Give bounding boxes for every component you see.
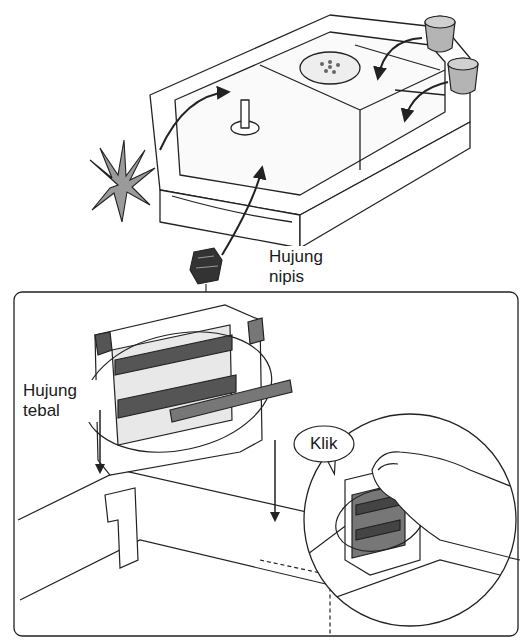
detergent-drawer bbox=[150, 15, 470, 248]
small-clip bbox=[190, 248, 222, 292]
drawer-grate bbox=[320, 60, 340, 74]
zoom-circle bbox=[300, 414, 520, 626]
speech-bubble: Klik bbox=[298, 426, 350, 462]
siphon-star bbox=[90, 140, 155, 222]
assembly-arrows bbox=[160, 38, 448, 255]
siphon-caps bbox=[425, 16, 478, 94]
part-label: Hujung nipis bbox=[266, 246, 342, 288]
part-label: Hujung tebal bbox=[20, 380, 98, 422]
inset-clip bbox=[73, 305, 292, 475]
insert-arrows bbox=[100, 410, 275, 520]
bubble-ellipse bbox=[294, 426, 354, 462]
callout-text: Klik bbox=[310, 434, 337, 454]
